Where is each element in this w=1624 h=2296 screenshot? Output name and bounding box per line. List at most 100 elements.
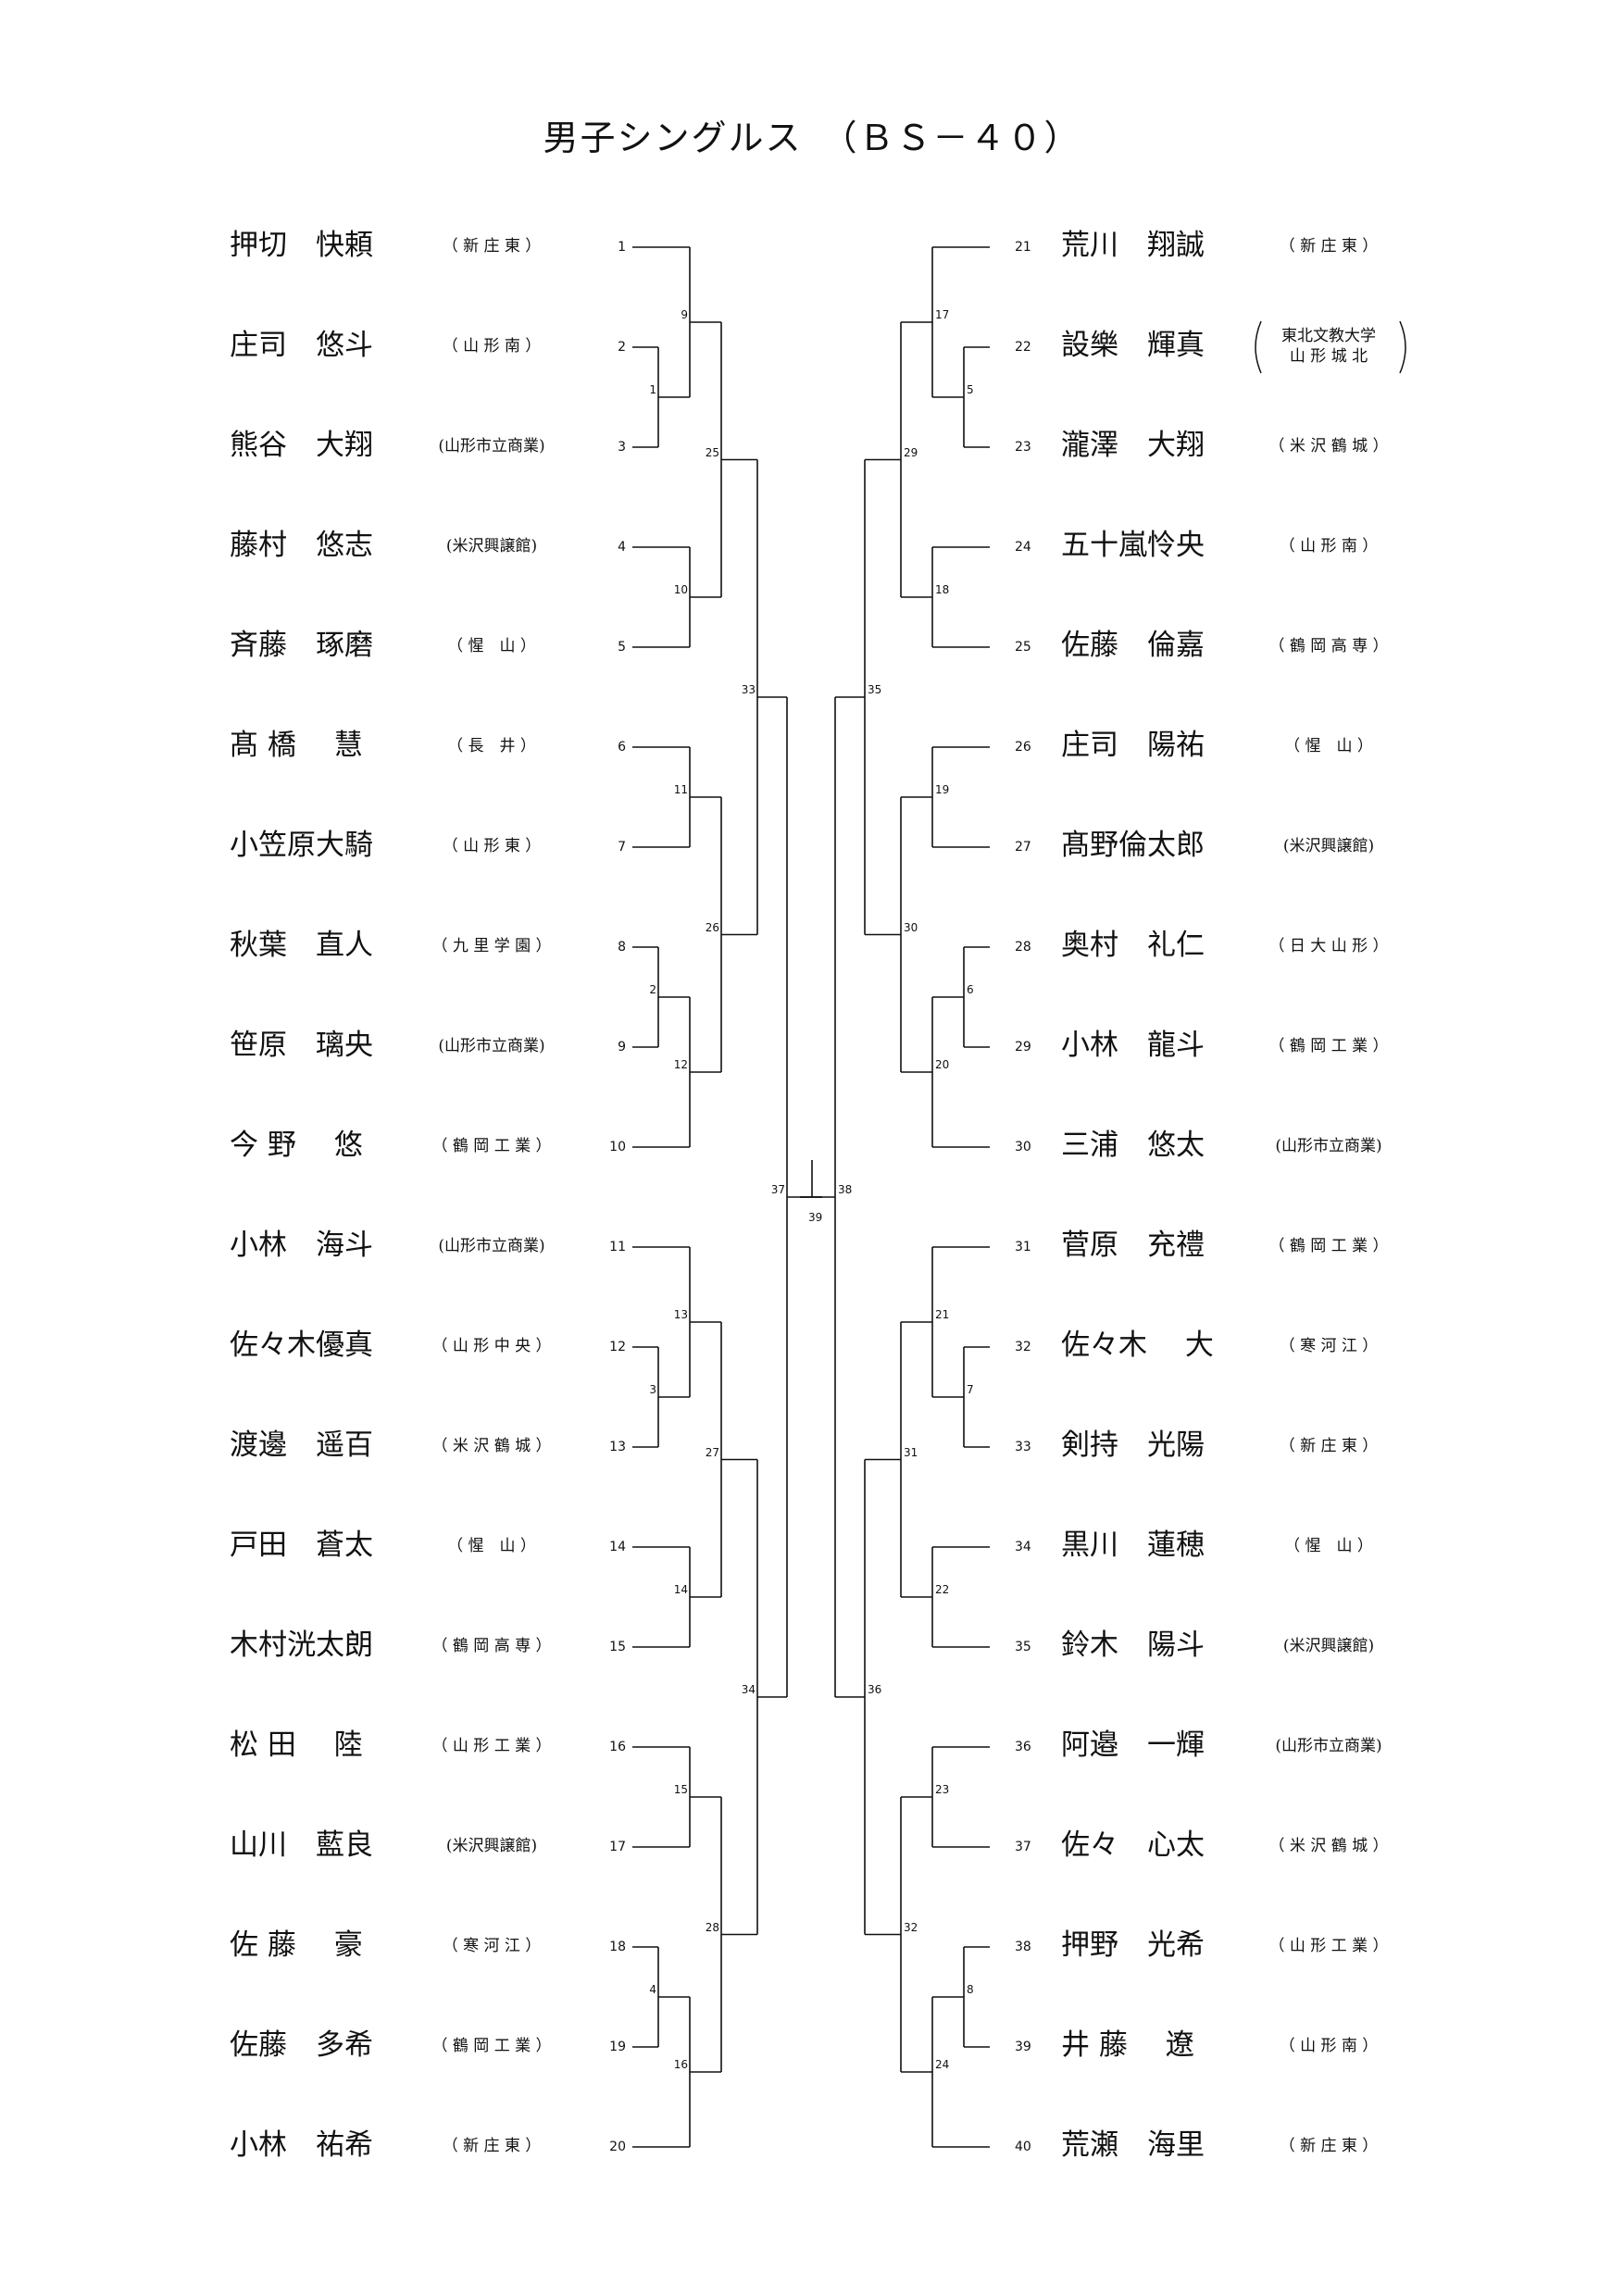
- match-number: 22: [935, 1583, 950, 1596]
- player-name: 熊谷 大翔: [230, 429, 373, 462]
- match-number: 2: [649, 983, 656, 996]
- player-school: （ 鶴 岡 工 業 ）: [431, 2037, 552, 2055]
- player-name: 井 藤 遼: [1061, 2028, 1194, 2062]
- player-school: (山形市立商業): [438, 1237, 545, 1255]
- match-number: 18: [935, 583, 950, 596]
- player-seed-number: 4: [618, 540, 626, 555]
- player-school: （ 日 大 山 形 ）: [1268, 937, 1389, 955]
- match-number: 17: [935, 308, 950, 321]
- player-seed-number: 19: [609, 2040, 626, 2054]
- player-school: （ 新 庄 東 ）: [1279, 2137, 1379, 2155]
- player-name: 木村洸太朗: [230, 1628, 373, 1662]
- player-school: （ 山 形 南 ）: [1279, 537, 1379, 555]
- match-number: 24: [935, 2058, 950, 2071]
- player-name: 今 野 悠: [230, 1129, 363, 1162]
- match-number: 14: [673, 1583, 688, 1596]
- player-school: （ 寒 河 江 ）: [442, 1937, 542, 1955]
- player-name: 髙野倫太郎: [1061, 829, 1205, 862]
- player-school: （ 米 沢 鶴 城 ）: [1268, 1837, 1389, 1855]
- player-seed-number: 27: [1015, 840, 1031, 855]
- player-school: （ 九 里 学 園 ）: [431, 937, 552, 955]
- player-seed-number: 18: [609, 1940, 626, 1954]
- player-name: 押切 快頼: [230, 229, 373, 262]
- match-number: 9: [681, 308, 688, 321]
- player-seed-number: 33: [1015, 1440, 1031, 1454]
- match-number: 26: [705, 920, 719, 934]
- match-number: 5: [967, 383, 974, 396]
- player-name: 佐 藤 豪: [230, 1928, 363, 1962]
- player-seed-number: 21: [1015, 240, 1031, 255]
- player-seed-number: 7: [618, 840, 626, 855]
- player-seed-number: 30: [1015, 1140, 1031, 1154]
- match-number: 31: [904, 1445, 918, 1459]
- player-school: （ 米 沢 鶴 城 ）: [1268, 437, 1389, 455]
- player-name: 佐藤 多希: [230, 2028, 373, 2062]
- player-school: （ 鶴 岡 高 専 ）: [1268, 637, 1389, 655]
- match-number: 1: [649, 383, 656, 396]
- player-school: （ 惺 山 ）: [1284, 1537, 1373, 1555]
- match-number: 30: [904, 920, 918, 934]
- player-school: （ 鶴 岡 高 専 ）: [431, 1637, 552, 1655]
- player-name: 渡邊 遥百: [230, 1429, 373, 1462]
- player-seed-number: 2: [618, 340, 626, 355]
- player-name: 設樂 輝真: [1061, 329, 1205, 362]
- player-seed-number: 14: [609, 1540, 626, 1554]
- match-number: 13: [673, 1308, 688, 1321]
- player-school: （ 惺 山 ）: [1284, 737, 1373, 755]
- player-school: （ 米 沢 鶴 城 ）: [431, 1437, 552, 1455]
- player-seed-number: 23: [1015, 440, 1031, 455]
- page-title: 男子シングルス （ＢＳ－４０）: [543, 118, 1081, 158]
- player-seed-number: 9: [618, 1040, 626, 1054]
- player-seed-number: 16: [609, 1740, 626, 1754]
- player-school: （ 山 形 南 ）: [1279, 2037, 1379, 2055]
- player-school: (米沢興譲館): [445, 1837, 538, 1855]
- player-name: 黒川 蓮穂: [1061, 1529, 1205, 1562]
- player-seed-number: 38: [1015, 1940, 1031, 1954]
- player-seed-number: 34: [1015, 1540, 1031, 1554]
- player-name: 山川 藍良: [230, 1828, 373, 1862]
- player-school: (山形市立商業): [1275, 1737, 1382, 1755]
- player-seed-number: 31: [1015, 1240, 1031, 1254]
- player-school: （ 新 庄 東 ）: [1279, 1437, 1379, 1455]
- player-school: (米沢興譲館): [445, 537, 538, 555]
- player-school: （ 鶴 岡 工 業 ）: [1268, 1037, 1389, 1055]
- player-name: 瀧澤 大翔: [1061, 429, 1205, 462]
- match-number: 20: [935, 1058, 950, 1071]
- player-seed-number: 11: [609, 1240, 626, 1254]
- player-seed-number: 37: [1015, 1840, 1031, 1854]
- player-name: 秋葉 直人: [230, 929, 373, 962]
- player-name: 庄司 悠斗: [230, 329, 373, 362]
- player-school: (山形市立商業): [438, 437, 545, 455]
- player-name: 小林 海斗: [230, 1229, 373, 1262]
- player-name: 菅原 充禮: [1061, 1229, 1205, 1262]
- player-name: 奥村 礼仁: [1061, 929, 1205, 962]
- player-name: 鈴木 陽斗: [1061, 1628, 1205, 1662]
- player-school: （ 新 庄 東 ）: [1279, 237, 1379, 256]
- match-number: 4: [649, 1983, 656, 1996]
- player-school: （ 新 庄 東 ）: [442, 2137, 542, 2155]
- player-seed-number: 6: [618, 740, 626, 755]
- player-seed-number: 13: [609, 1440, 626, 1454]
- player-school: （ 山 形 工 業 ）: [1268, 1937, 1389, 1955]
- player-name: 佐々木優真: [230, 1329, 373, 1362]
- player-seed-number: 20: [609, 2140, 626, 2154]
- match-number: 34: [741, 1683, 756, 1696]
- player-school: （ 新 庄 東 ）: [442, 237, 542, 256]
- player-seed-number: 28: [1015, 940, 1031, 955]
- player-seed-number: 15: [609, 1640, 626, 1654]
- player-name: 小笠原大騎: [230, 829, 373, 862]
- player-school: （ 山 形 東 ）: [442, 837, 542, 855]
- match-number: 37: [770, 1183, 785, 1196]
- player-name: 小林 祐希: [230, 2128, 373, 2162]
- player-name: 小林 龍斗: [1061, 1029, 1205, 1062]
- player-name: 佐々 心太: [1061, 1828, 1205, 1862]
- paren-right: [1399, 320, 1406, 374]
- player-school-line2: 山 形 城 北: [1289, 347, 1368, 366]
- match-number: 6: [967, 983, 974, 996]
- match-number: 25: [705, 445, 719, 459]
- player-school: (米沢興譲館): [1282, 1637, 1375, 1655]
- player-school: （ 寒 河 江 ）: [1279, 1337, 1379, 1355]
- player-school: (米沢興譲館): [1282, 837, 1375, 855]
- player-name: 五十嵐怜央: [1061, 529, 1205, 562]
- player-seed-number: 3: [618, 440, 626, 455]
